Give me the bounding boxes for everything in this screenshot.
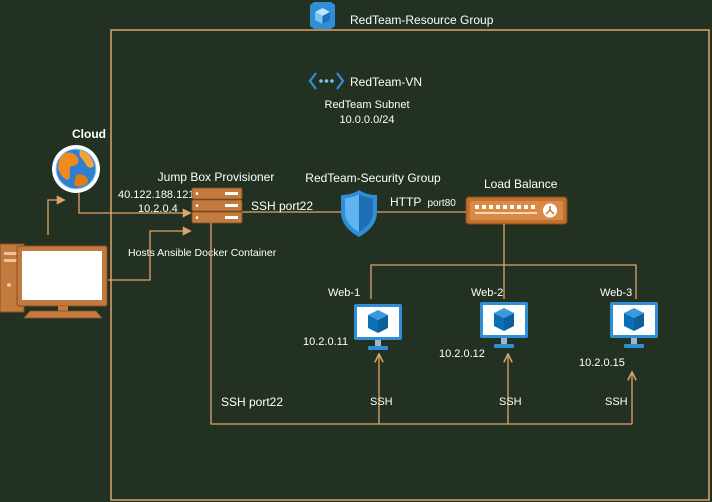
web-server-ip: 10.2.0.15 — [579, 357, 625, 369]
ssh-bottom-label: SSH port22 — [221, 395, 283, 409]
subnet-label: RedTeam Subnet — [325, 99, 410, 111]
load-balancer-icon — [465, 196, 568, 225]
workstation-icon — [0, 243, 108, 319]
load-balancer-label: Load Balance — [484, 177, 558, 191]
vm-icon — [480, 302, 528, 348]
vm-icon — [610, 302, 658, 348]
server-icon — [191, 187, 243, 224]
web-server-name: Web-3 — [600, 287, 632, 299]
jump-box-public-ip: 40.122.188.121 — [118, 189, 194, 201]
security-group-label: RedTeam-Security Group — [305, 171, 441, 185]
jump-box-label: Jump Box Provisioner — [158, 170, 275, 184]
http-label: HTTP port80 — [390, 195, 456, 209]
web-ssh-label: SSH — [605, 396, 628, 408]
connectors — [47, 193, 636, 425]
jump-box-caption: Hosts Ansible Docker Container — [128, 247, 277, 259]
resource-group-boundary — [110, 29, 710, 501]
http-label-port: port80 — [427, 198, 456, 209]
web-server-name: Web-1 — [328, 287, 360, 299]
ssh-port22-label: SSH port22 — [251, 199, 313, 213]
web-server-name: Web-2 — [471, 287, 503, 299]
web-server-ip: 10.2.0.11 — [303, 336, 348, 348]
cloud-label: Cloud — [72, 127, 106, 141]
shield-icon — [341, 190, 377, 237]
web-server-2: Web-2 10.2.0.12 SSH — [439, 287, 528, 408]
resource-group-icon — [310, 2, 335, 29]
web-ssh-label: SSH — [499, 396, 522, 408]
jump-box-private-ip: 10.2.0.4 — [138, 203, 178, 215]
web-server-ip: 10.2.0.12 — [439, 348, 485, 360]
resource-group-title: RedTeam-Resource Group — [350, 13, 494, 27]
web-ssh-label: SSH — [370, 396, 393, 408]
web-server-3: Web-3 10.2.0.15 SSH — [579, 287, 658, 408]
vnet-label: RedTeam-VN — [350, 75, 422, 89]
subnet-cidr: 10.0.0.0/24 — [339, 114, 394, 126]
http-label-main: HTTP — [390, 195, 421, 209]
globe-icon — [52, 145, 100, 193]
web-server-1: Web-1 10.2.0.11 SSH — [303, 287, 402, 408]
vm-icon — [354, 304, 402, 350]
vnet-icon — [308, 72, 345, 90]
